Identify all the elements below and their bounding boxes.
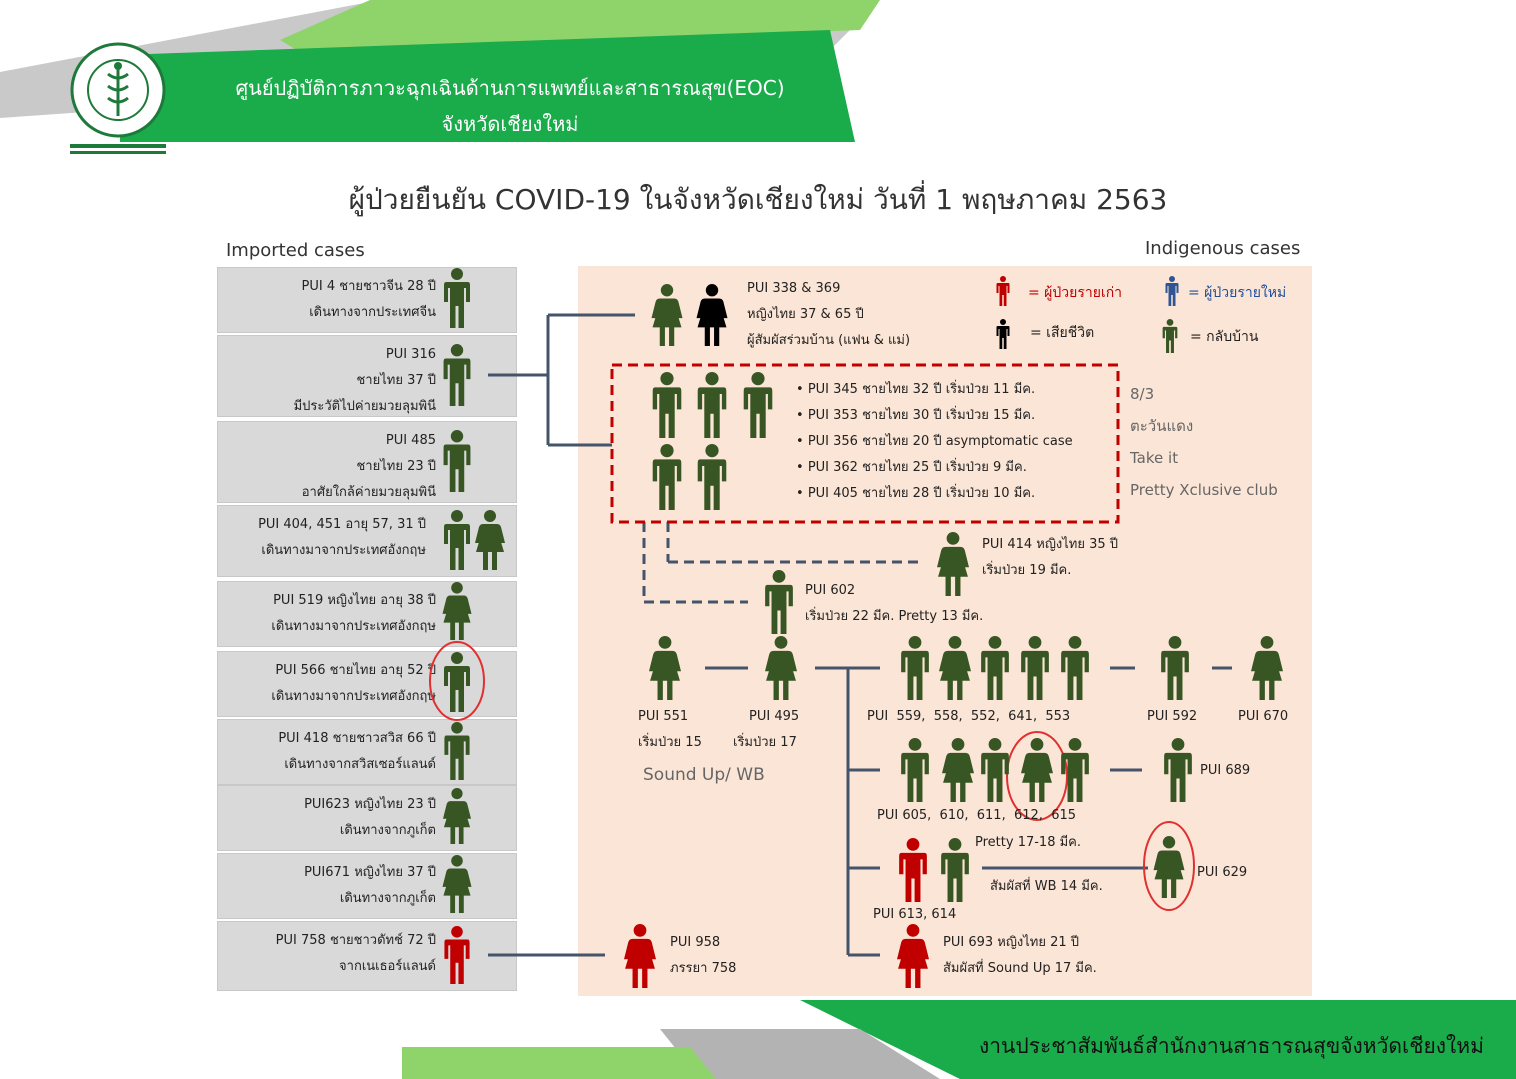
person-male-icon — [444, 268, 470, 328]
person-female-icon — [765, 636, 797, 700]
person-male-icon — [444, 652, 470, 712]
person-male-icon — [1061, 636, 1089, 700]
highlight-circle — [1143, 821, 1195, 911]
soundup-label: Sound Up/ WB — [643, 765, 765, 785]
person-male-icon — [765, 570, 793, 634]
person-male-icon — [652, 444, 682, 510]
legend-home: = กลับบ้าน — [1190, 329, 1259, 345]
person-male-icon — [443, 430, 471, 492]
person-female-icon — [442, 855, 472, 913]
person-female-icon — [897, 924, 929, 988]
person-male-icon — [901, 738, 929, 802]
pui670-label: PUI 670 — [1238, 709, 1289, 724]
person-female-icon — [937, 532, 969, 596]
person-female-icon — [475, 510, 505, 570]
person-male-icon — [901, 636, 929, 700]
person-female-icon — [443, 788, 471, 844]
person-female-icon — [939, 636, 971, 700]
person-male-icon — [1165, 276, 1179, 306]
person-female-icon — [651, 284, 683, 346]
cluster-dashed-box — [610, 363, 1120, 524]
person-female-icon — [1153, 836, 1185, 898]
header-title-line1: ศูนย์ปฏิบัติการภาวะฉุกเฉินด้านการแพทย์แล… — [235, 76, 785, 100]
person-male-icon — [1162, 319, 1178, 353]
person-male-icon — [444, 722, 470, 780]
person-male-icon — [981, 738, 1009, 802]
header-light-green-stripe — [280, 0, 880, 52]
person-male-icon — [1021, 636, 1049, 700]
person-male-icon — [996, 276, 1010, 306]
header-background — [0, 0, 880, 142]
indigenous-label: Indigenous cases — [1145, 238, 1301, 259]
person-male-icon — [941, 838, 969, 902]
person-male-icon — [1061, 738, 1089, 802]
imported-case-box: PUI 758 ชายชาวดัทช์ 72 ปีจากเนเธอร์แลนด์ — [217, 921, 517, 991]
header-title-line2: จังหวัดเชียงใหม่ — [441, 112, 579, 136]
pui693-text: PUI 693 หญิงไทย 21 ปีสัมผัสที่ Sound Up … — [943, 935, 1097, 976]
person-female-icon — [696, 284, 728, 346]
header-green-band — [120, 30, 855, 142]
person-female-icon — [1251, 636, 1283, 700]
pretty-label: Pretty 17-18 มีค. — [975, 835, 1081, 850]
person-male-icon — [1164, 738, 1192, 802]
page-title: ผู้ป่วยยืนยัน COVID-19 ในจังหวัดเชียงใหม… — [348, 183, 1168, 216]
wb-label: สัมผัสที่ WB 14 มีค. — [990, 879, 1103, 894]
legend-old-case: = ผู้ป่วยรายเก่า — [1028, 285, 1123, 301]
person-male-icon — [899, 838, 927, 902]
highlight-circle — [1006, 731, 1068, 821]
pui414-text: PUI 414 หญิงไทย 35 ปีเริ่มป่วย 19 มีค. — [982, 537, 1119, 578]
person-male-icon — [1161, 636, 1189, 700]
imported-label: Imported cases — [226, 240, 365, 261]
person-male-icon — [444, 510, 470, 570]
person-female-icon — [942, 738, 974, 802]
pui613-label: PUI 613, 614 — [873, 907, 957, 922]
person-male-icon — [697, 444, 727, 510]
person-male-icon — [743, 372, 773, 438]
pui689-label: PUI 689 — [1200, 763, 1251, 778]
legend-dead: = เสียชีวิต — [1030, 325, 1095, 341]
person-female-icon — [624, 924, 656, 988]
person-male-icon — [981, 636, 1009, 700]
ministry-logo — [70, 42, 166, 154]
imported-case-box: PUI 519 หญิงไทย อายุ 38 ปีเดินทางมาจากปร… — [217, 581, 517, 647]
person-female-icon — [442, 582, 472, 640]
person-male-icon — [443, 344, 471, 406]
highlight-circle — [429, 641, 485, 721]
cluster-list: • PUI 345 ชายไทย 32 ปี เริ่มป่วย 11 มีค.… — [796, 382, 1073, 501]
person-male-icon — [652, 372, 682, 438]
legend-new-case: = ผู้ป่วยรายใหม่ — [1188, 285, 1287, 301]
pui629-label: PUI 629 — [1197, 865, 1248, 880]
pui592-label: PUI 592 — [1147, 709, 1198, 724]
row2-ids: PUI 605, 610, 611, 612, 615 — [877, 808, 1077, 823]
row1-ids: PUI 559, 558, 552, 641, 553 — [867, 709, 1071, 724]
person-female-icon — [649, 636, 681, 700]
imported-case-box: PUI623 หญิงไทย 23 ปีเดินทางจากภูเก็ต — [217, 785, 517, 851]
person-male-icon — [996, 319, 1010, 349]
person-female-icon — [1021, 738, 1053, 802]
person-male-icon — [444, 926, 470, 984]
footer-background — [402, 1000, 1516, 1079]
footer-text: งานประชาสัมพันธ์สำนักงานสาธารณสุขจังหวัด… — [978, 1034, 1484, 1058]
person-male-icon — [697, 372, 727, 438]
